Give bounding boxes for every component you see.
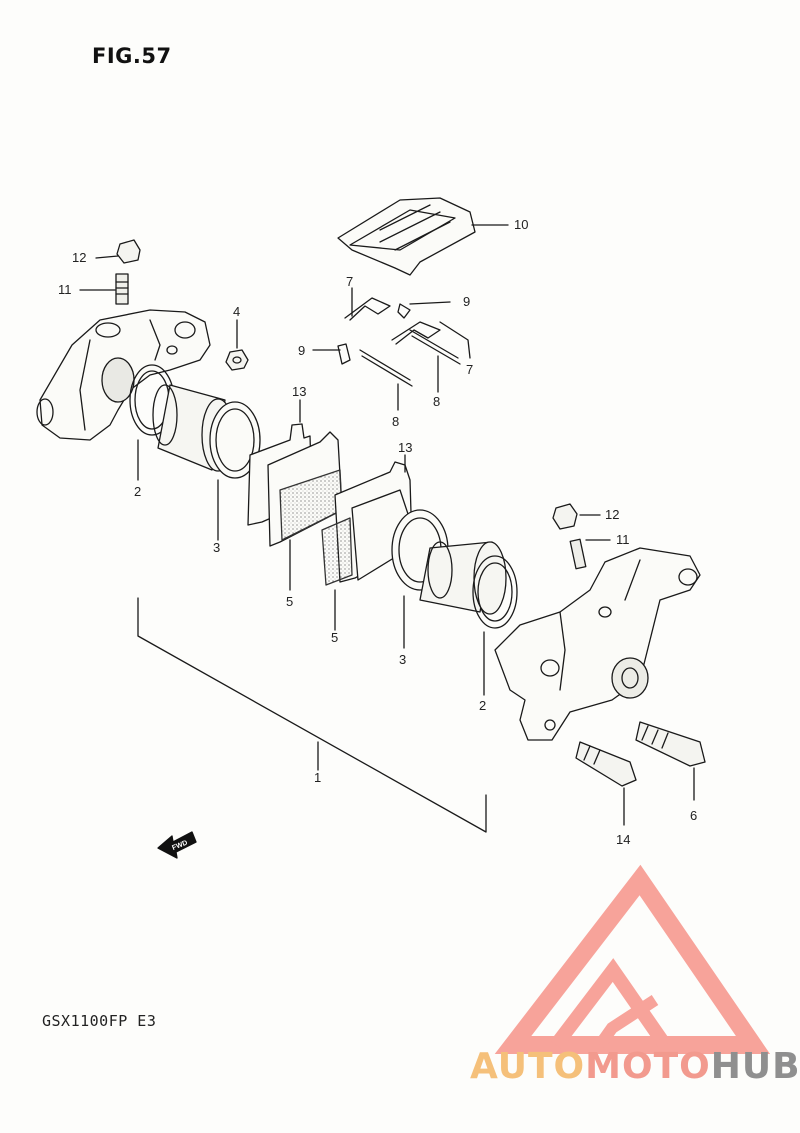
callout-2-right: 2 (479, 698, 486, 713)
fwd-arrow-icon (157, 831, 197, 859)
callout-14: 14 (616, 832, 630, 847)
watermark-logo (494, 864, 771, 1054)
callout-11-left: 11 (58, 282, 72, 297)
part-11-bleeder-left (79, 273, 129, 305)
callout-4: 4 (233, 304, 240, 319)
callout-labels: 12 11 4 2 3 13 5 13 5 3 2 1 10 7 9 9 7 8… (58, 217, 697, 852)
part-7-clip-left (344, 287, 391, 321)
part-10-pad-spring (337, 197, 509, 276)
part-6-slide-pin (635, 721, 706, 801)
part-12-cap-right (552, 503, 601, 530)
callout-12-left: 12 (72, 250, 86, 265)
figure-title: FIG.57 (92, 44, 172, 68)
part-8-pin-left (359, 349, 413, 411)
watermark-auto: AUTO (470, 1046, 586, 1087)
watermark-text: AUTOMOTOHUB (470, 1046, 800, 1087)
callout-9-right: 9 (463, 294, 470, 309)
watermark-hub: HUB (710, 1046, 800, 1087)
part-8-pin-right (409, 329, 461, 393)
callout-3-right: 3 (399, 652, 406, 667)
part-14-slide-pin (575, 741, 637, 826)
callout-5-left: 5 (286, 594, 293, 609)
callout-13-right: 13 (398, 440, 412, 455)
callout-8-right: 8 (433, 394, 440, 409)
part-1-assembly-bracket (137, 597, 487, 833)
piston-right (419, 541, 507, 615)
part-9-pin-clip-left (312, 343, 351, 365)
part-7-clip-right (391, 321, 471, 359)
callout-8-left: 8 (392, 414, 399, 429)
callout-7-right: 7 (466, 362, 473, 377)
callout-11-right: 11 (616, 532, 630, 547)
callout-6: 6 (690, 808, 697, 823)
callout-2-left: 2 (134, 484, 141, 499)
model-code: GSX1100FP E3 (42, 1012, 157, 1030)
part-4-washer (225, 319, 249, 371)
part-9-pin-clip-right (397, 301, 451, 319)
watermark-moto: MOTO (585, 1046, 711, 1087)
part-12-cap-left (95, 239, 141, 264)
right-caliper-body (494, 547, 701, 741)
callout-7-left: 7 (346, 274, 353, 289)
part-11-bleeder-right (569, 538, 611, 570)
callout-1: 1 (314, 770, 321, 785)
callout-5-right: 5 (331, 630, 338, 645)
callout-3-left: 3 (213, 540, 220, 555)
part-5-pad-right (321, 489, 411, 631)
part-2-seal-right (472, 555, 518, 696)
callout-13-left: 13 (292, 384, 306, 399)
part-3-seal-left (209, 401, 261, 541)
callout-9-left: 9 (298, 343, 305, 358)
callout-12-right: 12 (605, 507, 619, 522)
callout-10: 10 (514, 217, 528, 232)
